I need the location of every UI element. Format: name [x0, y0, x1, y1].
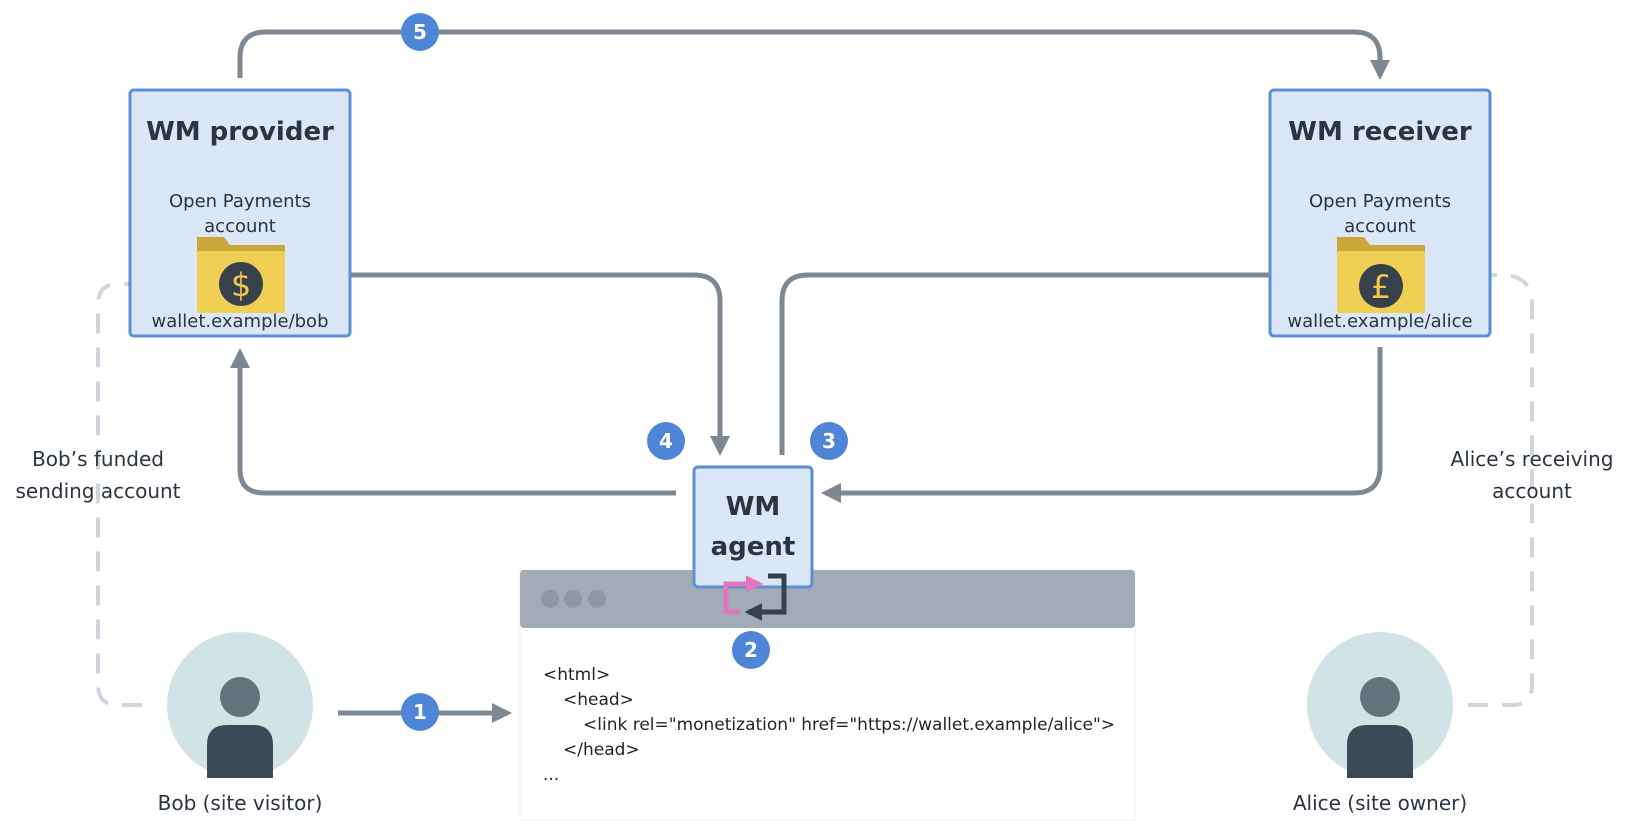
- browser-dot-icon: [541, 590, 559, 608]
- wm-receiver-box: WM receiver Open Payments account £ wall…: [1268, 88, 1492, 338]
- person-head-icon: [220, 677, 260, 717]
- browser-title-bar: [520, 570, 1135, 628]
- browser-window: <html> <head> <link rel="monetization" h…: [519, 569, 1136, 821]
- provider-account-line1: Open Payments: [169, 191, 311, 212]
- alice-account-label-line2: account: [1492, 479, 1572, 503]
- step-number: 3: [822, 429, 836, 453]
- bob-account-dashed-link: [96, 276, 186, 707]
- step-badge-4: 4: [647, 422, 685, 460]
- arrow-step-5: [237, 29, 1390, 80]
- step-badge-1: 1: [401, 693, 439, 731]
- browser-dot-icon: [588, 590, 606, 608]
- folder-icon: £: [1337, 237, 1425, 313]
- arrow-receiver-to-agent: [821, 347, 1383, 503]
- dollar-icon: $: [231, 266, 251, 304]
- arrow-provider-to-agent: [298, 272, 730, 456]
- step-badge-3: 3: [810, 422, 848, 460]
- code-line: ...: [543, 765, 559, 785]
- folder-icon: $: [197, 237, 285, 313]
- wm-agent-box: WM agent: [692, 465, 814, 621]
- wm-provider-title: WM provider: [146, 117, 334, 147]
- person-head-icon: [1360, 677, 1400, 717]
- step-number: 1: [413, 700, 427, 724]
- receiver-account-line2: account: [1344, 216, 1416, 237]
- coin-icon: [219, 262, 263, 306]
- alice-avatar: [1307, 632, 1453, 778]
- code-line: <link rel="monetization" href="https://w…: [583, 715, 1115, 735]
- coin-icon: [1359, 264, 1403, 308]
- step-badge-5: 5: [401, 13, 439, 51]
- arrow-agent-to-receiver-step-3: [779, 265, 1322, 455]
- loop-icon: [723, 573, 787, 621]
- code-line: <html>: [543, 665, 610, 685]
- receiver-wallet-address: wallet.example/alice: [1287, 311, 1472, 332]
- receiver-account-line1: Open Payments: [1309, 191, 1451, 212]
- person-body-icon: [207, 725, 273, 778]
- provider-account-line2: account: [204, 216, 276, 237]
- wm-agent-title-line1: WM: [726, 492, 781, 522]
- code-line: <head>: [563, 690, 634, 710]
- code-line: </head>: [563, 740, 640, 760]
- pound-icon: £: [1371, 268, 1391, 306]
- step-number: 5: [413, 20, 427, 44]
- browser-dot-icon: [564, 590, 582, 608]
- person-body-icon: [1347, 725, 1413, 778]
- alice-account-label-line1: Alice’s receiving: [1451, 447, 1614, 471]
- wm-agent-title-line2: agent: [711, 532, 796, 562]
- step-number: 4: [659, 429, 673, 453]
- bob-account-label-line2: sending account: [15, 479, 180, 503]
- bob-account-label-line1: Bob’s funded: [32, 447, 164, 471]
- step-number: 2: [744, 638, 758, 662]
- step-badge-2: 2: [732, 631, 770, 669]
- provider-wallet-address: wallet.example/bob: [151, 311, 328, 332]
- bob-avatar: [167, 632, 313, 778]
- arrow-agent-to-provider-step-4: [230, 348, 676, 496]
- wm-receiver-title: WM receiver: [1288, 117, 1472, 147]
- bob-name: Bob (site visitor): [158, 791, 323, 815]
- alice-name: Alice (site owner): [1293, 791, 1467, 815]
- alice-account-dashed-link: [1436, 267, 1534, 707]
- wm-provider-box: WM provider Open Payments account $ wall…: [128, 88, 352, 338]
